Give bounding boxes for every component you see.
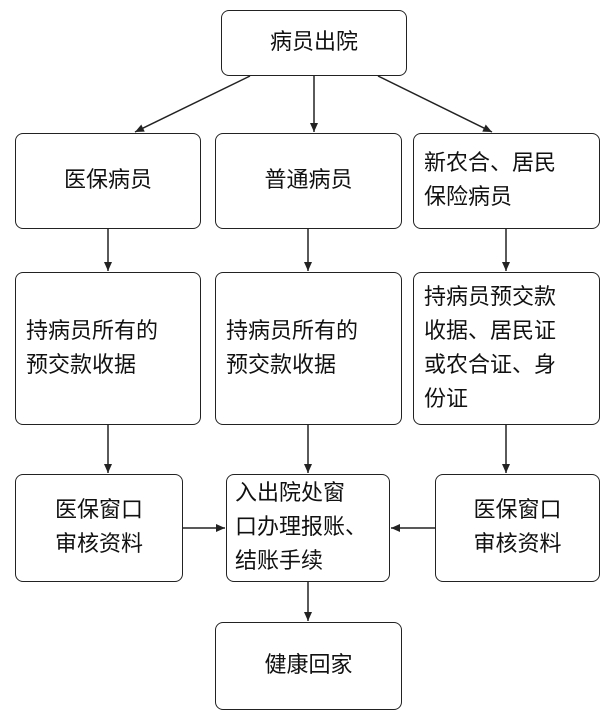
- node-review-right-label: 医保窗口 审核资料: [473, 498, 562, 557]
- node-discharge-label: 病员出院: [269, 30, 358, 55]
- node-ordinary-label: 普通病员: [264, 168, 353, 193]
- node-review-left: 医保窗口 审核资料: [15, 474, 183, 582]
- node-review-left-label: 医保窗口 审核资料: [54, 498, 143, 557]
- node-receipt-insured: 持病员所有的 预交款收据: [15, 272, 201, 425]
- arrow-discharge-to-insured: [134, 75, 251, 133]
- node-home-label: 健康回家: [264, 653, 353, 678]
- node-ordinary: 普通病员: [215, 133, 402, 229]
- node-insured-label: 医保病员: [63, 168, 152, 193]
- node-review-right: 医保窗口 审核资料: [435, 474, 600, 582]
- node-receipt-ordinary-label: 持病员所有的 预交款收据: [226, 318, 359, 378]
- node-rural-label: 新农合、居民 保险病员: [424, 151, 557, 210]
- node-receipt-ordinary: 持病员所有的 预交款收据: [215, 272, 402, 425]
- node-home: 健康回家: [215, 622, 402, 710]
- node-discharge: 病员出院: [221, 10, 407, 76]
- arrow-discharge-to-rural: [377, 75, 493, 133]
- node-rural: 新农合、居民 保险病员: [413, 133, 600, 229]
- node-settle: 入出院处窗 口办理报账、 结账手续: [226, 474, 390, 582]
- node-receipt-insured-label: 持病员所有的 预交款收据: [26, 318, 159, 378]
- node-receipt-rural: 持病员预交款 收据、居民证 或农合证、身 份证: [413, 272, 600, 425]
- node-settle-label: 入出院处窗 口办理报账、 结账手续: [235, 481, 368, 574]
- node-insured: 医保病员: [15, 133, 201, 229]
- node-receipt-rural-label: 持病员预交款 收据、居民证 或农合证、身 份证: [424, 284, 557, 412]
